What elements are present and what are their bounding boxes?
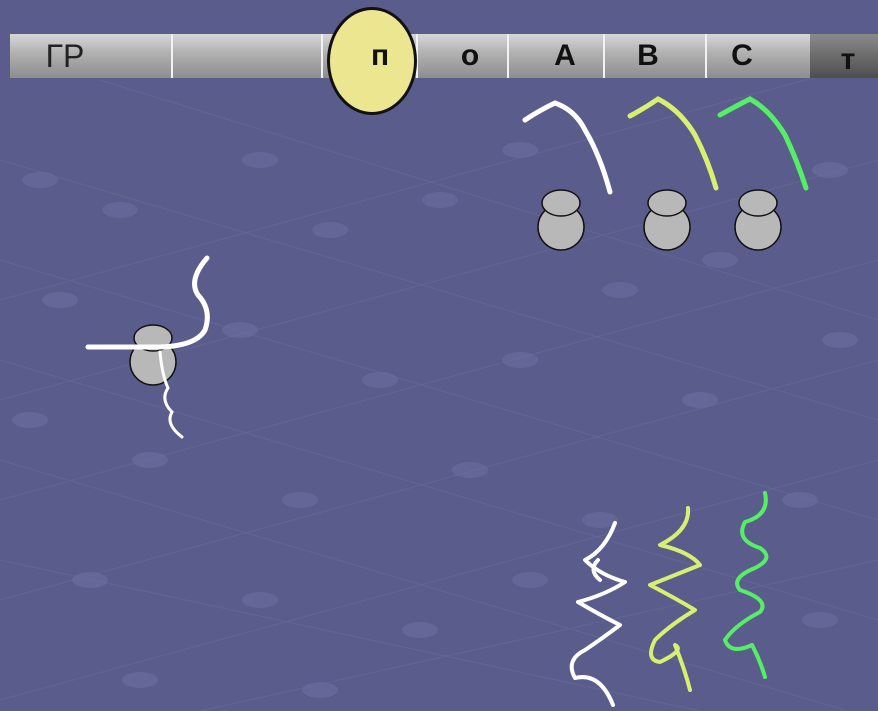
- mrna-gene-c: [717, 96, 809, 191]
- ribosome-icon-b: [643, 189, 691, 251]
- segment-divider: [321, 34, 323, 78]
- promoter-ellipse: [327, 7, 417, 115]
- mrna-strand-left: [85, 255, 210, 350]
- protein-a-loop: [591, 558, 602, 582]
- mrna-gene-a: [522, 100, 613, 195]
- ribosome-icon-left: [129, 324, 177, 386]
- segment-divider: [507, 34, 509, 78]
- polypeptide-left: [158, 350, 184, 439]
- segment-divider: [416, 34, 418, 78]
- promoter-label: п: [370, 39, 390, 72]
- gene-c-label: С: [731, 39, 753, 72]
- terminator-label: т: [840, 43, 856, 76]
- ribosome-icon-a: [537, 189, 585, 251]
- ribosome-icon-c: [734, 189, 782, 251]
- mrna-gene-b: [627, 96, 719, 191]
- segment-divider: [171, 34, 173, 78]
- protein-b-coil: [648, 506, 702, 692]
- segment-divider: [705, 34, 707, 78]
- protein-c-coil: [723, 491, 769, 679]
- protein-a-coil: [569, 521, 627, 707]
- operator-label: о: [460, 39, 480, 72]
- regulator-gene-label: ГР: [45, 38, 85, 74]
- segment-divider: [603, 34, 605, 78]
- terminator-block: [810, 34, 878, 78]
- gene-b-label: В: [637, 39, 659, 72]
- gene-a-label: А: [554, 39, 576, 72]
